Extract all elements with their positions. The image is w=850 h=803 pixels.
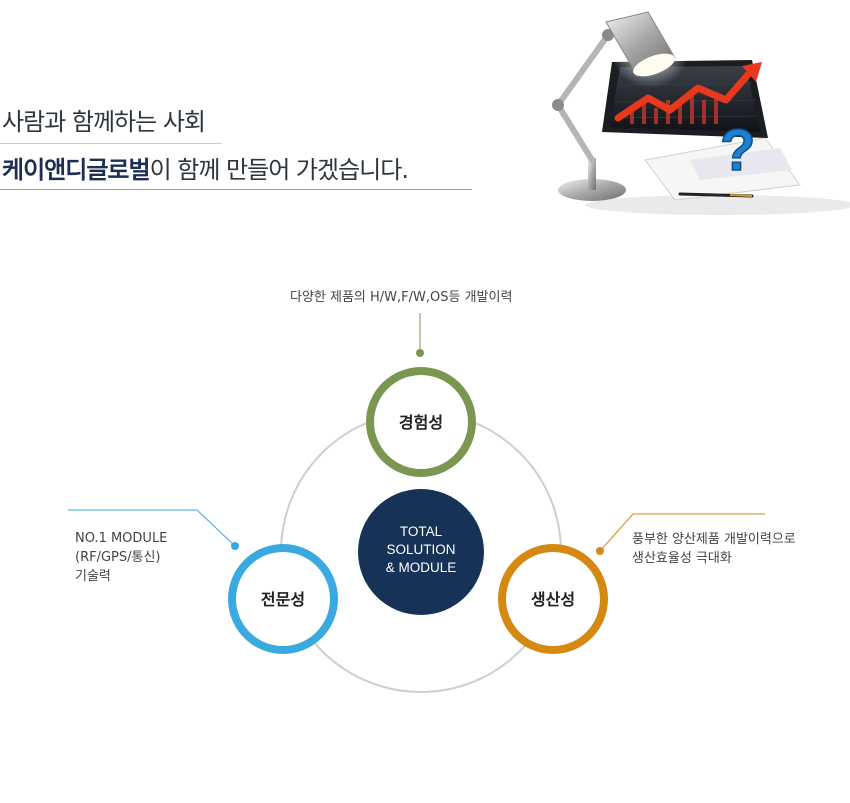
productivity-description-line: 풍부한 양산제품 개발이력으로 (632, 532, 796, 547)
experience-circle (366, 367, 476, 477)
desk-lamp-illustration: ? (552, 10, 850, 215)
productivity-connector-dot (596, 547, 604, 555)
expertise-description: NO.1 MODULE (RF/GPS/통신) 기술력 (75, 529, 167, 586)
document-icon (644, 137, 801, 201)
expertise-connector-dot (231, 542, 239, 550)
productivity-description: 풍부한 양산제품 개발이력으로 생산효율성 극대화 (632, 530, 796, 568)
desk-lamp-icon (552, 10, 690, 201)
svg-text:?: ? (720, 118, 755, 183)
center-text-line1: TOTAL (400, 524, 443, 539)
center-circle (358, 489, 484, 615)
illustration-shadow (585, 195, 850, 215)
center-text-line3: & MODULE (386, 560, 457, 575)
expertise-circle (228, 544, 338, 654)
headline: 사람과 함께하는 사회 케이앤디글로벌이 함께 만들어 가겠습니다. (0, 102, 472, 190)
experience-label: 경험성 (399, 413, 443, 432)
expertise-connector (68, 509, 236, 547)
expertise-description-line: 기술력 (75, 569, 111, 584)
expertise-description-line: NO.1 MODULE (75, 531, 168, 546)
brand-name: 케이앤디글로벌 (2, 156, 151, 184)
headline-line2: 케이앤디글로벌이 함께 만들어 가겠습니다. (0, 144, 472, 190)
experience-connector-dot (416, 349, 424, 357)
expertise-description-line: (RF/GPS/통신) (75, 550, 161, 565)
pen-icon (678, 192, 754, 198)
expertise-label: 전문성 (261, 590, 305, 609)
headline-line2-rest: 이 함께 만들어 가겠습니다. (149, 156, 409, 184)
productivity-connector (599, 513, 765, 552)
headline-line1: 사람과 함께하는 사회 (0, 102, 222, 144)
productivity-description-line: 생산효율성 극대화 (632, 551, 732, 566)
experience-description: 다양한 제품의 H/W,F/W,OS등 개발이력 (290, 290, 513, 305)
productivity-circle (498, 544, 608, 654)
center-text-line2: SOLUTION (386, 542, 455, 557)
question-mark-icon: ? (719, 117, 756, 184)
productivity-label: 생산성 (531, 590, 575, 609)
